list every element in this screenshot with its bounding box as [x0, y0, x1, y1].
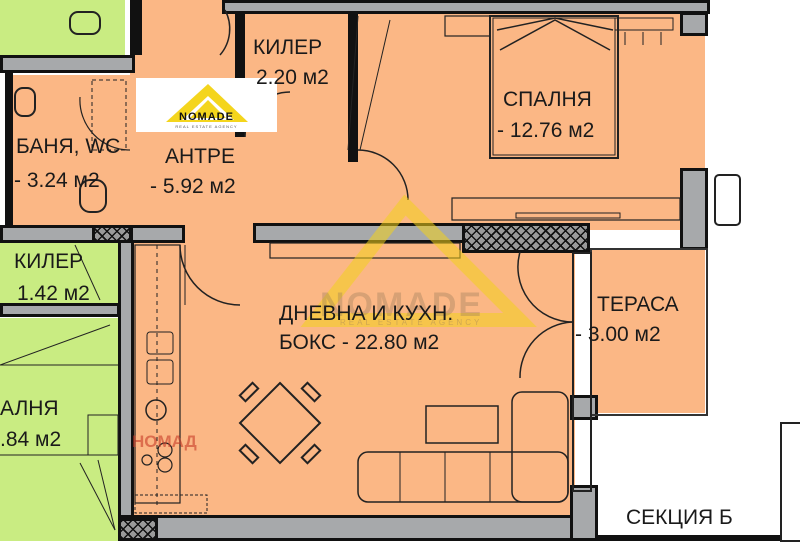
wall-closet-bottom — [0, 303, 120, 317]
wall-bedroom-right-upper — [680, 12, 708, 36]
wall-living-bottom — [120, 515, 580, 541]
neighbor-closet — [0, 243, 118, 305]
watermark-tagline: REAL ESTATE AGENCY — [340, 318, 483, 327]
watermark-small: НОМАД — [132, 432, 197, 451]
room-antre-name: АНТРЕ — [165, 145, 236, 168]
wall-top-right — [222, 0, 710, 14]
terrace-floor — [592, 248, 705, 413]
room-dnevna-name: ДНЕВНА И КУХН. — [279, 302, 454, 325]
room-kiler-top-area: 2.20 м2 — [256, 66, 329, 89]
neighbor-bedroom — [0, 318, 118, 541]
wall-top-left — [130, 0, 142, 55]
wall-living-bottom-hatch — [118, 518, 158, 541]
room-banya-name: БАНЯ, WC — [16, 135, 121, 158]
wall-bath-left — [5, 70, 13, 228]
section-b-wall — [598, 535, 800, 541]
neighbor-area-top — [0, 0, 125, 55]
room-banya-area: - 3.24 м2 — [14, 169, 100, 192]
brand-logo: NOMADE REAL ESTATE AGENCY — [136, 78, 277, 132]
bedroom-balcony-strip — [685, 35, 705, 170]
wall-antre-bottom-left — [130, 225, 185, 243]
room-neighbor-name: АЛНЯ — [0, 397, 59, 420]
wall-klier-left — [235, 12, 245, 137]
room-spalnya-area: - 12.76 м2 — [497, 119, 595, 142]
room-dnevna-area: БОКС - 22.80 м2 — [279, 331, 440, 354]
bedroom-floor — [355, 12, 685, 230]
room-spalnya-name: СПАЛНЯ — [503, 88, 592, 111]
room-kiler-left-name: КИЛЕР — [14, 250, 84, 273]
logo-name: NOMADE — [179, 111, 234, 123]
room-terasa-area: - 3.00 м2 — [575, 323, 661, 346]
logo-tagline: REAL ESTATE AGENCY — [175, 124, 238, 129]
room-terasa-name: ТЕРАСА — [597, 293, 679, 316]
living-window-frame — [572, 252, 592, 492]
living-floor — [130, 240, 575, 520]
room-antre-area: - 5.92 м2 — [150, 175, 236, 198]
room-kiler-top-name: КИЛЕР — [253, 36, 323, 59]
wall-left-bath-top — [0, 55, 135, 73]
section-label: СЕКЦИЯ Б — [626, 506, 733, 529]
wall-living-right-bottom — [570, 485, 598, 541]
wall-living-top-hatch — [462, 223, 590, 253]
roof-icon — [166, 84, 248, 122]
room-kiler-left-area: 1.42 м2 — [17, 282, 90, 305]
room-neighbor-area: .84 м2 — [0, 428, 62, 451]
watermark-brand: NOMADE — [320, 286, 484, 324]
